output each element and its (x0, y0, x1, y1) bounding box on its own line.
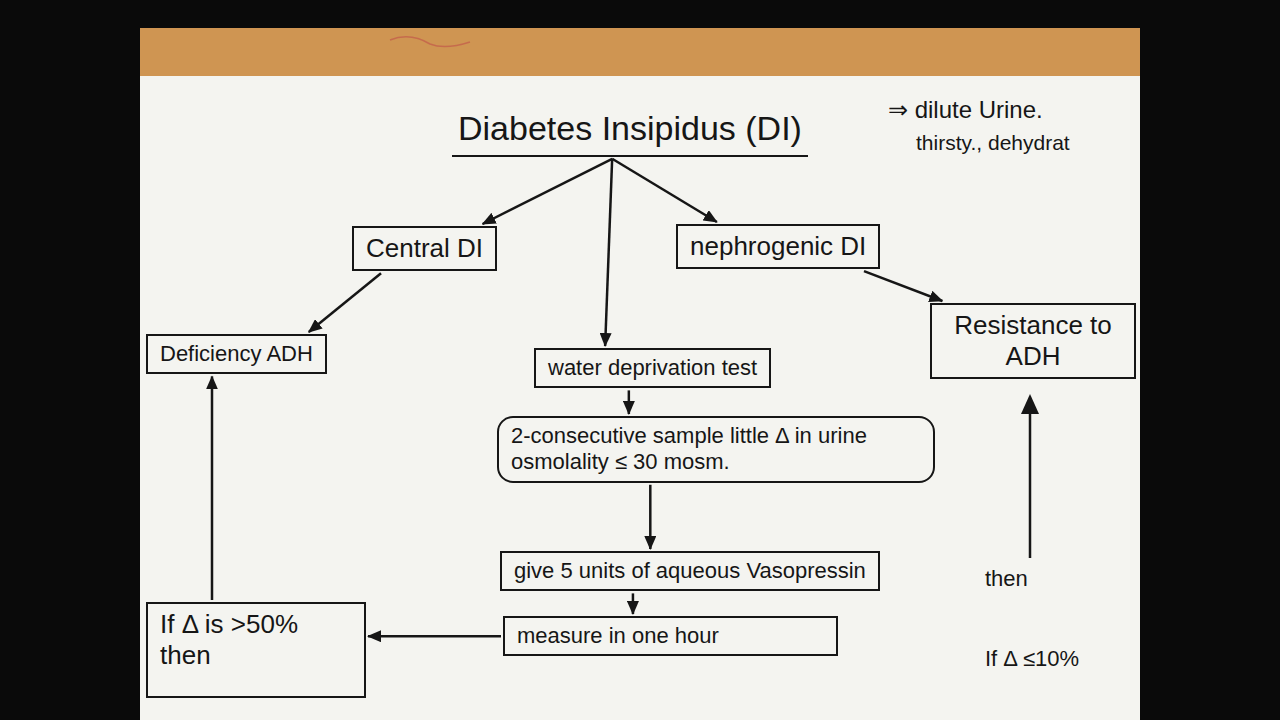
note-label: If Δ ≤10% (985, 646, 1079, 672)
arrow-connector (864, 271, 942, 301)
arrow-connector (483, 159, 613, 224)
arrow-connector (211, 376, 214, 600)
note-label: then (985, 566, 1028, 592)
rounded-box: 2-consecutive sample little Δ in urine o… (497, 416, 935, 483)
arrow-connector (628, 390, 631, 414)
arrow-connector (309, 273, 381, 332)
arrow-connector (649, 485, 652, 549)
wood-ledge (140, 28, 1140, 78)
node-text: Diabetes Insipidus (DI) (458, 108, 802, 149)
leader-arrowhead (1021, 394, 1039, 414)
leader-arrow (1029, 400, 1032, 558)
process-box: Deficiency ADH (146, 334, 327, 374)
arrow-connector (368, 635, 501, 638)
process-box: water deprivation test (534, 348, 771, 388)
process-box: Resistance to ADH (930, 303, 1136, 379)
node-text: measure in one hour (517, 623, 824, 649)
title-node: Diabetes Insipidus (DI) (452, 106, 808, 157)
node-text: nephrogenic DI (690, 231, 866, 262)
process-box: measure in one hour (503, 616, 838, 656)
node-text: Central DI (366, 233, 483, 264)
node-text: If Δ is >50% then (160, 609, 352, 671)
board-surface (140, 76, 1140, 720)
process-box: Central DI (352, 226, 497, 271)
arrow-connector (632, 593, 635, 614)
node-text: Deficiency ADH (160, 341, 313, 367)
node-text: Resistance to ADH (944, 310, 1122, 372)
scribble (390, 37, 470, 47)
arrow-connector (612, 159, 717, 222)
node-text: give 5 units of aqueous Vasopressin (514, 558, 866, 584)
process-box: give 5 units of aqueous Vasopressin (500, 551, 880, 591)
note-label: thirsty., dehydrat (916, 130, 1070, 155)
note-label: ⇒ dilute Urine. (888, 96, 1043, 125)
process-box: nephrogenic DI (676, 224, 880, 269)
node-text: 2-consecutive sample little Δ in urine o… (511, 423, 921, 476)
process-box: If Δ is >50% then (146, 602, 366, 698)
arrow-connector (605, 159, 612, 346)
node-text: water deprivation test (548, 355, 757, 381)
